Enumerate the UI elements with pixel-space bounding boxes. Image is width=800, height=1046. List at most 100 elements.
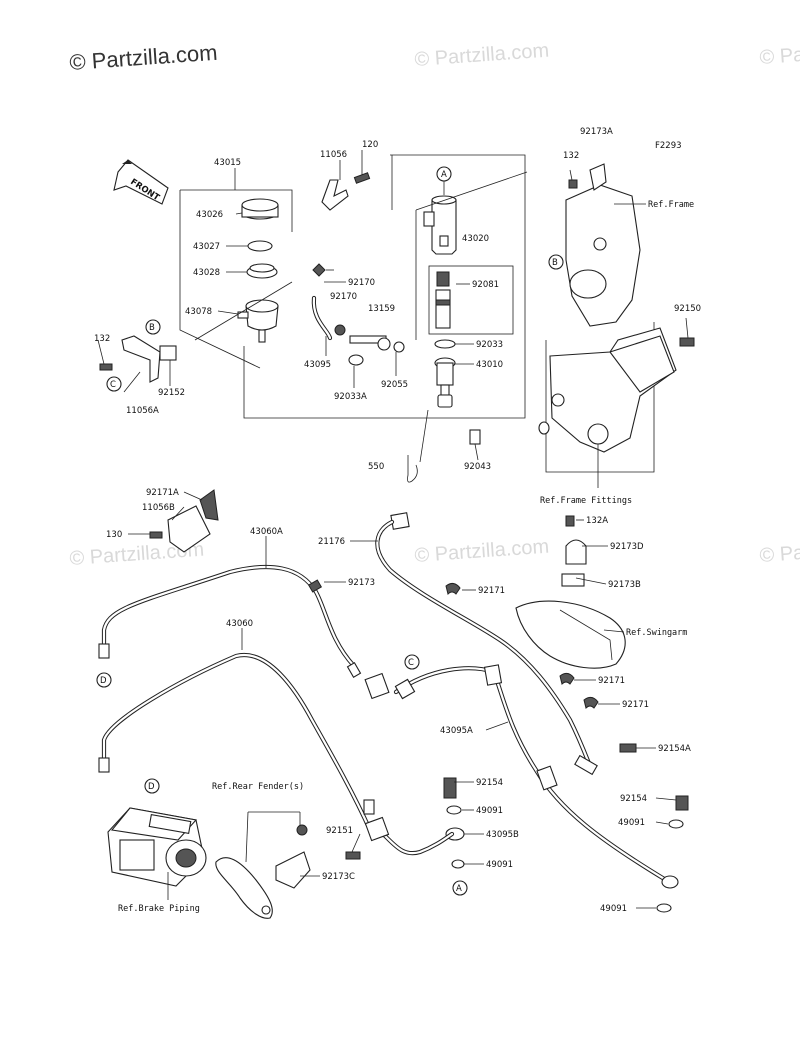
label-43020: 43020 [462, 234, 489, 244]
clip-92171-c [583, 696, 599, 709]
callout-C-lower: C [408, 658, 414, 668]
label-92033: 92033 [476, 340, 503, 350]
clip-92171-a [445, 582, 461, 595]
right-banjo-stack [656, 795, 689, 913]
label-21176: 21176 [318, 537, 345, 547]
washer-49091-upper-right [668, 819, 684, 829]
label-92150: 92150 [674, 304, 701, 314]
clamp-92170-lower [334, 324, 346, 336]
label-92170-lower: 92170 [330, 292, 357, 302]
frame-fittings [538, 322, 695, 473]
front-arrow-icon: FRONT [113, 159, 169, 205]
label-92171-c: 92171 [622, 700, 649, 710]
brake-line-43060A: D [96, 564, 357, 688]
label-92171-a: 92171 [478, 586, 505, 596]
callout-C-left: C [110, 380, 116, 390]
frame-bracket: B [548, 163, 641, 327]
label-92154A: 92154A [658, 744, 691, 754]
ref-frame-fittings: Ref.Frame Fittings [540, 496, 632, 506]
bracket-11056A: B C [99, 319, 177, 392]
label-11056B: 11056B [142, 503, 175, 513]
label-43015: 43015 [214, 158, 241, 168]
leader-lines [97, 169, 689, 909]
joint-block: C [346, 654, 420, 700]
label-43095: 43095 [304, 360, 331, 370]
washer-49091-lower-right [656, 903, 672, 913]
clip-92171-b [559, 672, 575, 685]
bolt-130 [149, 531, 163, 539]
pin-92043 [469, 429, 481, 445]
label-92170-upper: 92170 [348, 278, 375, 288]
ref-frame: Ref.Frame [648, 200, 694, 210]
label-43060A: 43060A [250, 527, 283, 537]
label-92081: 92081 [472, 280, 499, 290]
washer-49091-center-upper [446, 805, 462, 815]
label-43078: 43078 [185, 307, 212, 317]
sensor-line-21176 [375, 512, 598, 776]
label-43010: 43010 [476, 360, 503, 370]
spring-92081 [436, 271, 450, 287]
label-92151: 92151 [326, 826, 353, 836]
washer-49091-center-lower [451, 859, 465, 869]
figure-code: F2293 [655, 141, 682, 151]
rear-fender-reference [215, 824, 311, 919]
label-49091-lower-right: 49091 [600, 904, 627, 914]
clamp-92170-upper [312, 263, 326, 277]
ref-brake-piping: Ref.Brake Piping [118, 904, 200, 914]
bolt-92151 [345, 851, 361, 860]
oring-92033A [348, 354, 364, 366]
clamp-92173C [275, 851, 311, 889]
ref-swingarm: Ref.Swingarm [626, 628, 687, 638]
pushrod-43010 [434, 357, 456, 408]
bolt-92154-right [675, 795, 689, 811]
brake-line-43060 [98, 652, 375, 833]
label-92173A: 92173A [580, 127, 613, 137]
label-49091-upper-right: 49091 [618, 818, 645, 828]
bolt-92154A [619, 743, 637, 753]
callout-A-top: A [441, 170, 447, 180]
master-cylinder-group-frame [243, 154, 526, 419]
label-92154-right: 92154 [620, 794, 647, 804]
callout-A-bottom: A [456, 884, 462, 894]
label-43060: 43060 [226, 619, 253, 629]
label-92033A: 92033A [334, 392, 367, 402]
label-11056: 11056 [320, 150, 347, 160]
label-43095A: 43095A [440, 726, 473, 736]
reservoir-hose-assembly [311, 263, 405, 366]
oring-92055 [393, 341, 405, 353]
abs-unit: D [107, 778, 207, 887]
label-130: 130 [106, 530, 122, 540]
bolt-132 [99, 363, 113, 371]
label-92043: 92043 [464, 462, 491, 472]
callout-D-upper: D [100, 676, 107, 686]
circlip-92033 [434, 339, 456, 349]
label-43028: 43028 [193, 268, 220, 278]
label-92154-center: 92154 [476, 778, 503, 788]
bolt-92150 [679, 337, 695, 347]
piston-kit-frame [428, 265, 514, 335]
reservoir-bracket [321, 150, 371, 211]
label-92173D: 92173D [610, 542, 644, 552]
label-92152: 92152 [158, 388, 185, 398]
watermark-faded-top-right: © Partzilla.com [759, 38, 800, 69]
bolt-120 [353, 172, 371, 184]
label-132-right: 132 [563, 151, 579, 161]
piston-kit-box [428, 265, 514, 335]
reference-labels: Ref.Frame Ref.Frame Fittings Ref.Swingar… [118, 200, 694, 914]
watermark-main: © Partzilla.com [69, 40, 219, 75]
watermark-faded-mid-right: © Partzilla.com [759, 536, 800, 567]
bracket-11056B [149, 489, 219, 553]
label-92173B: 92173B [608, 580, 641, 590]
bolt-132-right [568, 179, 578, 189]
label-132A: 132A [586, 516, 608, 526]
callout-B-right: B [552, 258, 558, 268]
label-43095B: 43095B [486, 830, 519, 840]
clamp-92171A [199, 489, 219, 521]
callout-D-lower: D [148, 782, 155, 792]
spring-92173 [307, 579, 323, 593]
label-92173C: 92173C [322, 872, 355, 882]
label-49091-center-lower: 49091 [486, 860, 513, 870]
part-labels: 43015 11056 120 43026 43027 43028 43078 … [94, 127, 701, 914]
